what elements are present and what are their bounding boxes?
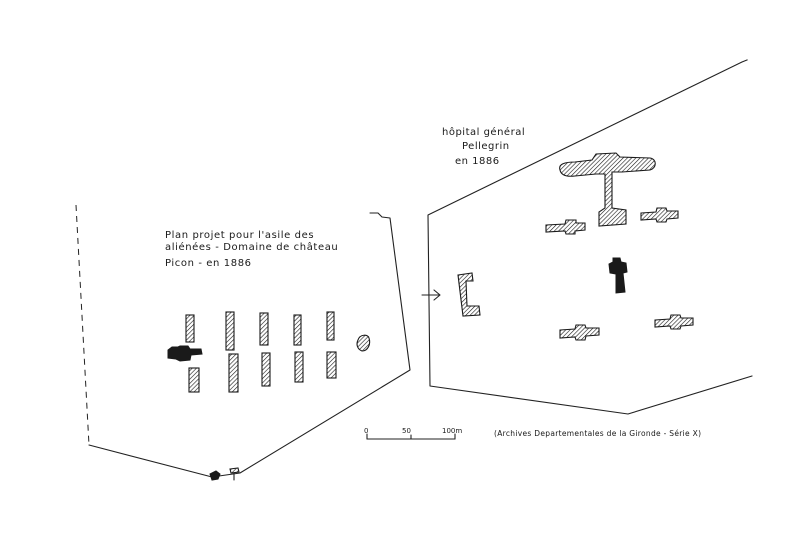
pavilion-top-4 [293, 314, 302, 346]
pavilion-bottom-3 [261, 352, 271, 387]
left-plan-caption-line1: Plan projet pour l'asile des [165, 230, 314, 241]
pavilion-lower-east [654, 314, 694, 330]
scale-tick-50: 50 [402, 427, 411, 435]
arrow-right-icon [421, 289, 441, 301]
right-plan-caption-line1: hôpital général [442, 126, 525, 138]
pavilion-lower-west [559, 324, 600, 341]
left-plan-round-building [356, 334, 371, 352]
left-plan-caption-line3: Picon - en 1886 [165, 258, 252, 269]
pavilion-bottom-2 [228, 353, 239, 393]
left-plan: Plan projet pour l'asile des aliénées - … [75, 204, 411, 481]
pavilion-top-3 [259, 312, 269, 346]
right-plan: hôpital général Pellegrin en 1886 [421, 57, 753, 415]
pavilion-top-2 [225, 311, 235, 351]
scale-tick-100: 100m [442, 427, 462, 435]
scale-tick-0: 0 [364, 427, 368, 435]
left-plan-corner-marks [209, 467, 240, 481]
source-citation: (Archives Departementales de la Gironde … [494, 429, 701, 438]
pavilion-upper-east [640, 207, 679, 223]
right-plan-caption-line3: en 1886 [455, 156, 500, 167]
left-plan-dark-building [167, 345, 203, 362]
scale-bar: 0 50 100m [364, 427, 462, 440]
left-plan-dashed-boundary [75, 204, 90, 446]
pavilion-top-5 [326, 311, 335, 341]
left-plan-caption-line2: aliénées - Domaine de château [165, 241, 338, 253]
west-service-building [457, 272, 481, 317]
chapel-building [608, 257, 628, 294]
pavilion-upper-west [545, 219, 586, 235]
right-plan-boundary [427, 61, 753, 415]
pavilion-bottom-4 [294, 351, 304, 383]
right-plan-dashed-boundary [741, 57, 753, 63]
right-plan-caption-line2: Pellegrin [462, 141, 510, 152]
pavilion-bottom-5 [326, 351, 337, 379]
pavilion-bottom-1 [188, 367, 200, 393]
main-hospital-building [559, 152, 656, 227]
pavilion-top-1 [185, 314, 195, 343]
